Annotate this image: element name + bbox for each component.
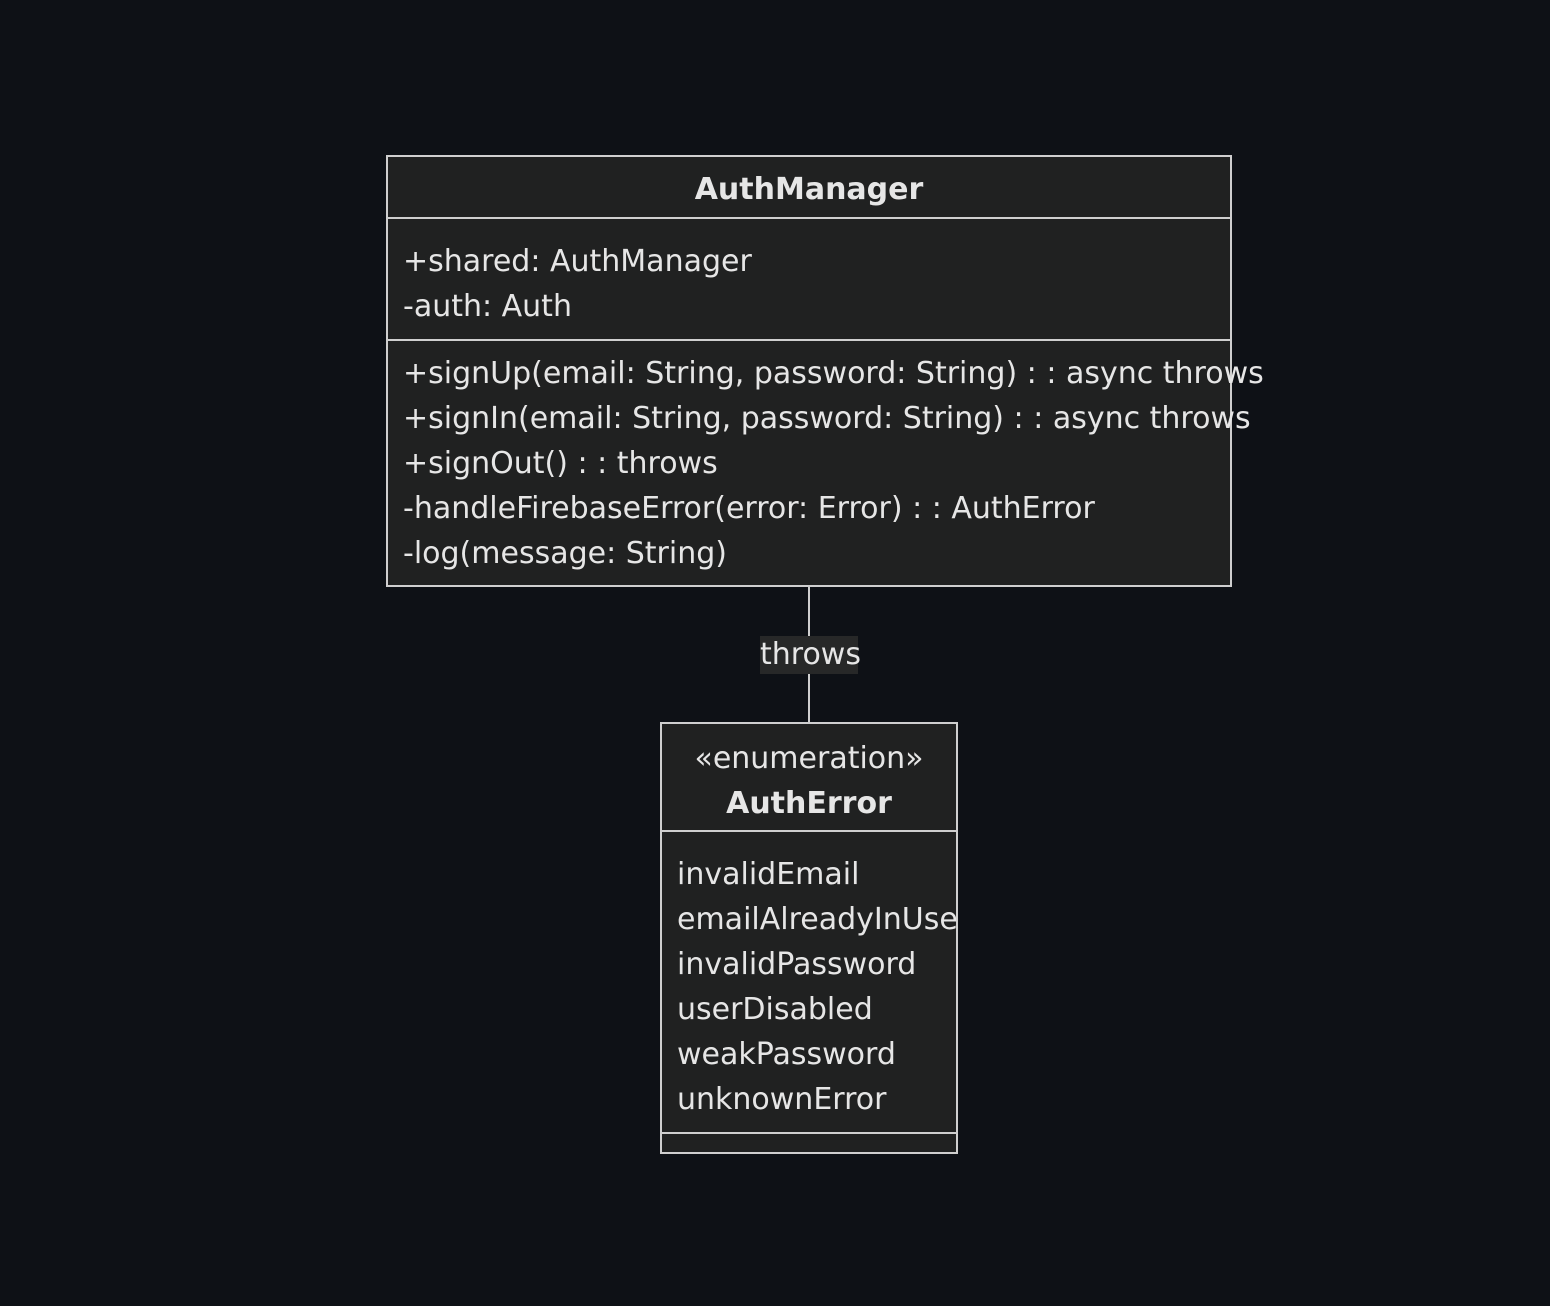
method-handle-firebase-error: -handleFirebaseError(error: Error) : : A…: [403, 491, 1095, 526]
method-sign-in: +signIn(email: String, password: String)…: [403, 401, 1251, 436]
enum-value-unknown-error: unknownError: [677, 1082, 887, 1117]
auth-manager-methods: +signUp(email: String, password: String)…: [388, 339, 1264, 576]
enum-value-user-disabled: userDisabled: [677, 992, 873, 1027]
auth-error-methods: [662, 1132, 956, 1152]
auth-error-enum[interactable]: «enumeration» AuthError invalidEmail ema…: [660, 722, 958, 1154]
auth-manager-attributes: +shared: AuthManager -auth: Auth: [388, 217, 1230, 339]
method-sign-out: +signOut() : : throws: [403, 446, 718, 481]
relationship-label: throws: [760, 636, 861, 674]
auth-manager-class-name: AuthManager: [694, 172, 924, 207]
enum-value-invalid-password: invalidPassword: [677, 947, 917, 982]
auth-error-class-name: AuthError: [726, 786, 892, 821]
auth-error-values: invalidEmail emailAlreadyInUse invalidPa…: [662, 830, 958, 1132]
enumeration-stereotype: «enumeration»: [694, 741, 924, 776]
relationship-line-upper: [808, 587, 810, 636]
relationship-line-lower: [808, 674, 810, 722]
method-log: -log(message: String): [403, 536, 727, 571]
attribute-auth: -auth: Auth: [403, 289, 572, 324]
auth-manager-class[interactable]: AuthManager +shared: AuthManager -auth: …: [386, 155, 1264, 587]
enum-value-email-already-in-use: emailAlreadyInUse: [677, 902, 958, 937]
method-sign-up: +signUp(email: String, password: String)…: [403, 356, 1264, 391]
auth-error-header: «enumeration» AuthError: [662, 724, 956, 830]
enum-value-invalid-email: invalidEmail: [677, 857, 860, 892]
attribute-shared: +shared: AuthManager: [403, 244, 752, 279]
enum-value-weak-password: weakPassword: [677, 1037, 896, 1072]
